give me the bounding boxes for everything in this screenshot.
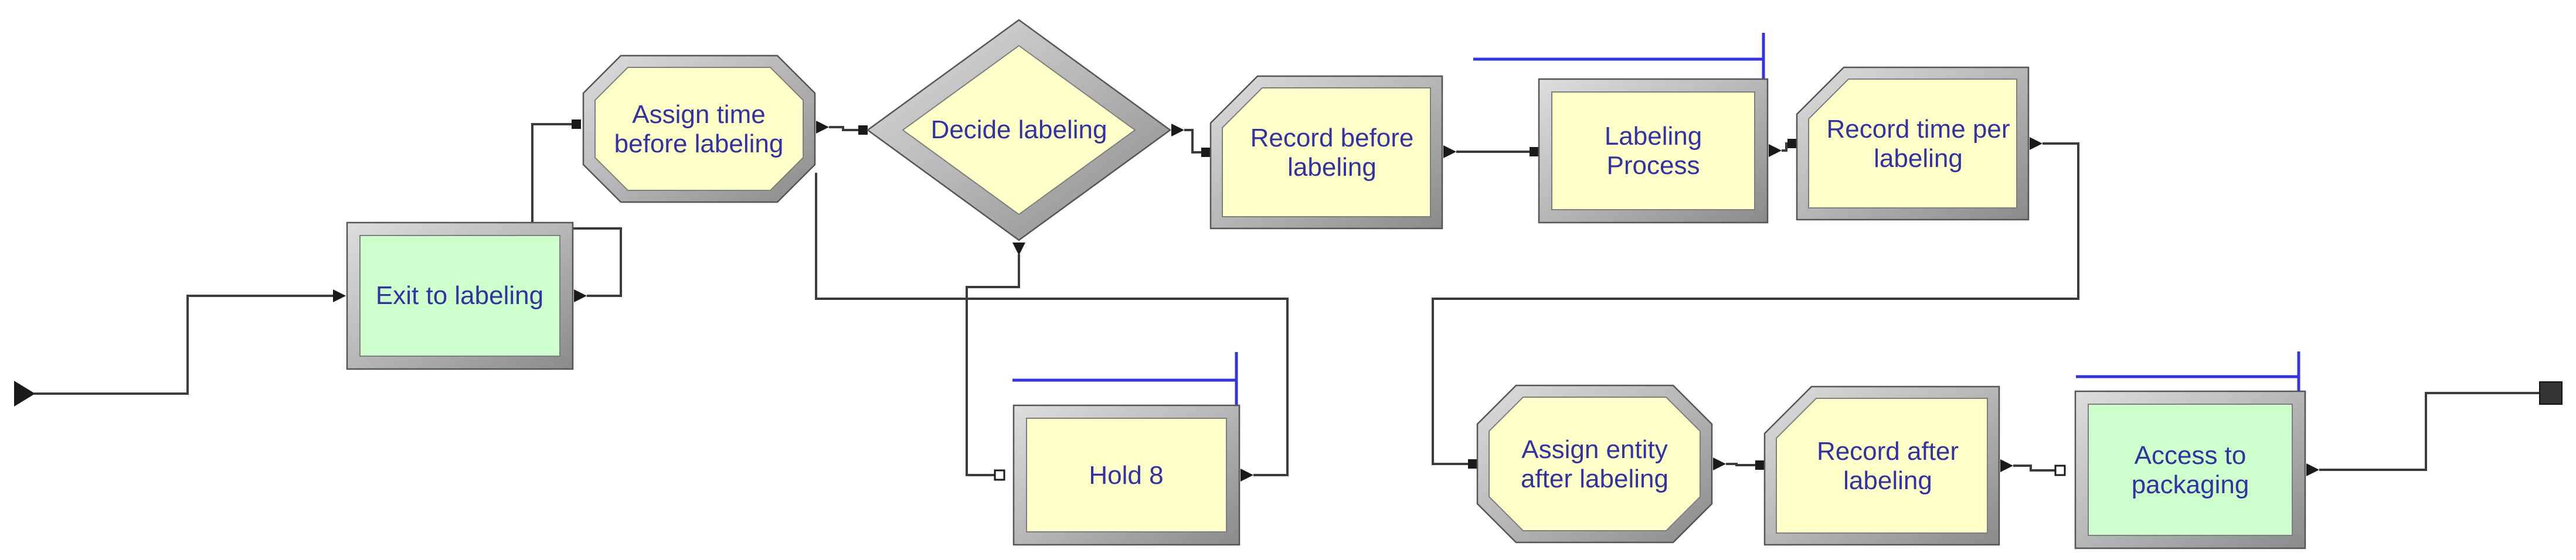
tbar-labeling-process[interactable]	[1473, 33, 1765, 86]
module-assign-time-before-labeling[interactable]	[582, 54, 816, 203]
connector-record-time-to-assign-entity[interactable]	[1432, 137, 2079, 469]
connector-line[interactable]	[1782, 142, 1787, 152]
blue-level-indicator[interactable]	[1012, 352, 1238, 407]
module-access-to-packaging[interactable]	[2074, 390, 2306, 549]
connector-hold8-return-to-assign-time[interactable]	[815, 173, 1289, 482]
exit-point-arrow	[2306, 463, 2319, 476]
connector-line[interactable]	[1432, 142, 2079, 465]
exit-point-arrow	[574, 289, 587, 302]
module-labeling-process[interactable]	[1538, 78, 1769, 224]
module-record-before-labeling[interactable]	[1209, 75, 1443, 230]
entry-point-square	[1468, 459, 1477, 469]
exit-point-arrow	[816, 121, 829, 134]
module-shape-inner	[2088, 404, 2293, 536]
connector-assign-entity-to-record-after[interactable]	[1713, 457, 1765, 470]
connector-decide-true-to-record-before[interactable]	[1171, 124, 1211, 157]
connector-start-to-exit[interactable]	[14, 289, 346, 407]
connector-assign-time-to-decide[interactable]	[816, 121, 868, 135]
stop-square-icon[interactable]	[2539, 381, 2563, 405]
connector-access-to-end[interactable]	[2306, 381, 2563, 476]
module-shape-inner	[1776, 398, 1988, 534]
connector-line[interactable]	[966, 254, 1020, 476]
play-triangle-icon[interactable]	[14, 381, 35, 407]
entry-point-square	[994, 469, 1005, 481]
connector-line[interactable]	[34, 295, 333, 395]
module-shape-inner	[1488, 397, 1701, 531]
connector-record-before-to-labeling-process[interactable]	[1443, 145, 1539, 158]
exit-point-arrow	[1713, 457, 1726, 470]
module-shape-inner	[359, 235, 560, 357]
connector-decide-false-to-hold8[interactable]	[966, 243, 1025, 481]
entry-point-square	[1530, 147, 1539, 156]
entry-point-square	[858, 125, 868, 135]
connector-line[interactable]	[1184, 129, 1201, 153]
module-shape-inner	[594, 67, 804, 191]
module-shape-inner	[1551, 91, 1755, 210]
tbar-hold8[interactable]	[1012, 352, 1238, 407]
entry-point-square	[1755, 460, 1765, 470]
connector-line[interactable]	[2013, 465, 2055, 472]
module-shape-inner	[1222, 87, 1431, 217]
entry-point-square	[572, 119, 581, 129]
connector-exit-to-assign-time[interactable]	[531, 119, 622, 302]
exit-point-arrow	[1443, 145, 1456, 158]
entry-point-square	[1787, 139, 1797, 148]
module-hold-8[interactable]	[1012, 404, 1241, 546]
connector-record-after-to-access[interactable]	[2000, 459, 2066, 476]
connector-line[interactable]	[531, 123, 622, 297]
exit-point-arrow	[1769, 144, 1782, 157]
entry-point-square	[2054, 465, 2066, 476]
module-shape-inner	[1026, 418, 1227, 532]
module-assign-entity-after-labeling[interactable]	[1476, 384, 1713, 544]
exit-point-arrow	[2030, 137, 2043, 150]
connector-line[interactable]	[2319, 392, 2540, 471]
module-exit-to-labeling[interactable]	[346, 221, 574, 370]
connector-line[interactable]	[815, 173, 1289, 476]
module-record-time-per-labeling[interactable]	[1796, 66, 2030, 221]
module-decide-labeling[interactable]	[866, 19, 1172, 241]
module-record-after-labeling[interactable]	[1763, 385, 2000, 546]
exit-point-arrow	[1171, 124, 1184, 136]
module-shape-inner	[1808, 78, 2017, 209]
exit-point-arrow	[1012, 243, 1025, 255]
exit-point-arrow	[1241, 469, 1253, 482]
connector-line[interactable]	[829, 126, 858, 131]
blue-level-indicator[interactable]	[1473, 33, 1765, 86]
entry-point-square	[1201, 148, 1211, 157]
exit-point-arrow	[2000, 459, 2013, 472]
arrow-connector-icon	[333, 289, 346, 302]
module-shape-inner	[902, 45, 1136, 216]
connector-labeling-process-to-record-time[interactable]	[1769, 139, 1797, 157]
connector-line[interactable]	[1726, 463, 1755, 466]
